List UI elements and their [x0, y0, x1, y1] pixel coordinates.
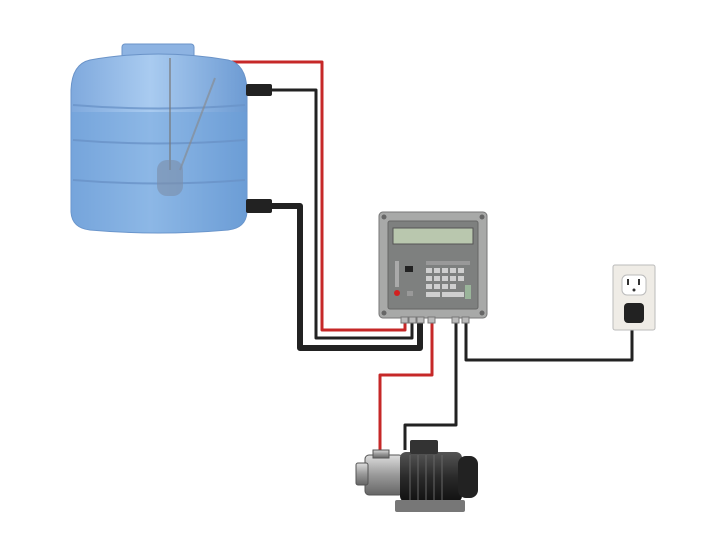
pump	[355, 440, 478, 512]
wire-red-pump	[378, 318, 434, 455]
toggle-switch[interactable]	[405, 266, 413, 272]
wall-outlet	[612, 264, 656, 331]
power-plug[interactable]	[624, 303, 644, 323]
keypad[interactable]	[426, 268, 471, 299]
float-sensor	[157, 160, 183, 196]
wire-black-tank-top	[270, 88, 414, 340]
wire-black-power	[464, 318, 634, 362]
controller	[378, 211, 488, 324]
water-tank	[70, 43, 272, 234]
display-screen	[392, 227, 474, 245]
cable-glands	[400, 316, 470, 324]
pipe-black-tank-bottom	[270, 203, 423, 351]
tank-fitting-top	[246, 84, 272, 96]
status-led	[394, 290, 400, 296]
tank-fitting-bottom	[246, 199, 272, 213]
wire-black-pump	[403, 318, 458, 450]
wires	[213, 60, 634, 455]
